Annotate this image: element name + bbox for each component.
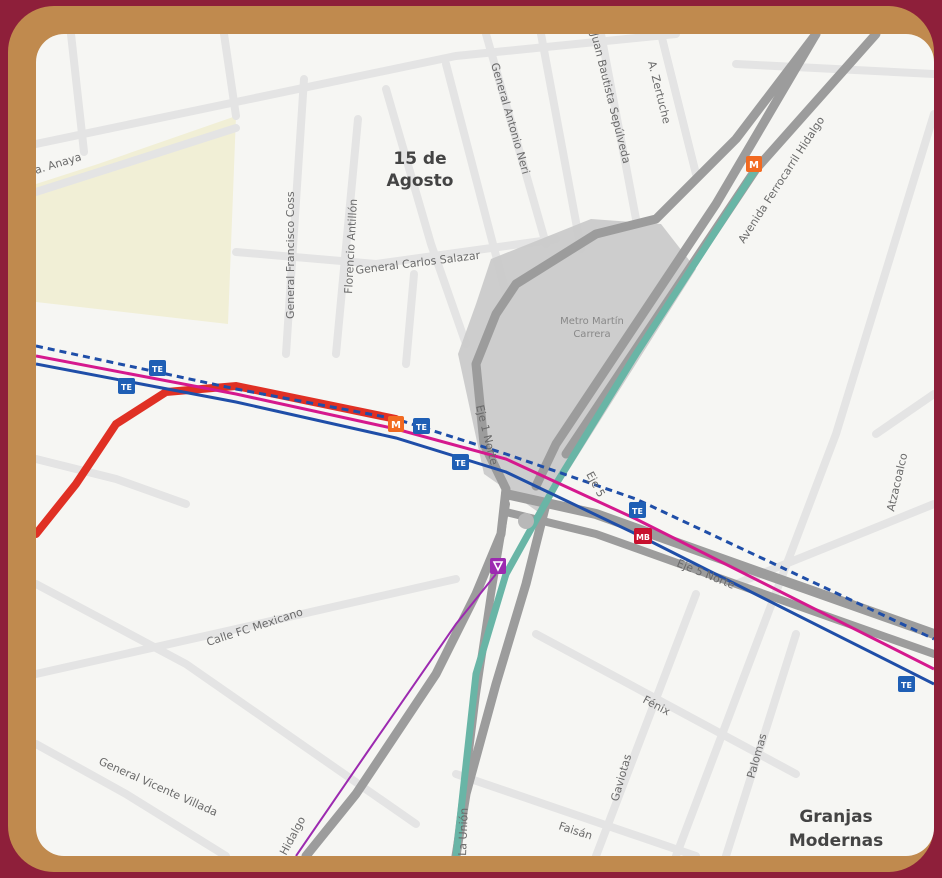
station-area	[458, 219, 696, 514]
place-label: Carrera	[573, 329, 610, 340]
trolleybus-icon[interactable]: TE	[413, 418, 430, 434]
street-label: La Unión	[456, 808, 471, 856]
neighborhood-label: 15 de	[393, 149, 446, 169]
neighborhood-label: Modernas	[789, 831, 883, 851]
trolleybus-icon[interactable]: TE	[898, 676, 915, 692]
suburban-line	[295, 573, 497, 856]
metro-icon[interactable]: M	[746, 156, 762, 172]
metro-line-teal	[452, 167, 759, 856]
trolleybus-icon-label: TE	[901, 681, 912, 690]
trolleybus-icon-label: TE	[632, 507, 643, 516]
trolleybus-icon-label: TE	[121, 383, 132, 392]
metro-line-red	[36, 381, 400, 538]
metro-icon[interactable]: M	[388, 416, 404, 432]
street-label: Calle FC Mexicano	[205, 605, 305, 648]
street-label: Juan Bautista Sepúlveda	[588, 34, 633, 165]
trolleybus-icon-label: TE	[416, 423, 427, 432]
map-canvas[interactable]: M M MB TE TE TE	[36, 34, 934, 856]
street-label: General Antonio Neri	[488, 61, 532, 175]
trolleybus-icon[interactable]: TE	[118, 378, 135, 394]
trolleybus-icon[interactable]: TE	[452, 454, 469, 470]
minor-streets	[36, 34, 934, 856]
metrobus-icon-label: MB	[636, 533, 650, 542]
metro-icon-label: M	[749, 160, 759, 171]
trolleybus-line-solid	[36, 362, 934, 686]
street-label: Gaviotas	[608, 753, 634, 803]
street-label: General Carlos Salazar	[355, 249, 481, 277]
place-label: Metro Martín	[560, 315, 624, 327]
park-area	[36, 116, 236, 324]
street-label: General Francisco Coss	[284, 191, 297, 319]
neighborhood-label: Agosto	[387, 171, 454, 191]
street-label: Atzacoalco	[884, 452, 910, 513]
outer-frame: M M MB TE TE TE	[8, 6, 934, 872]
metrobus-icon[interactable]: MB	[634, 528, 652, 544]
neighborhood-label: Granjas	[799, 807, 872, 827]
trolleybus-line-dashed	[36, 344, 934, 641]
metro-icon-label: M	[391, 420, 401, 431]
trolleybus-icon-label: TE	[455, 459, 466, 468]
metrobus-line	[36, 354, 934, 671]
street-label: Florencio Antillón	[342, 198, 360, 294]
street-label: Hidalgo	[277, 814, 308, 856]
interchange-icon	[518, 513, 534, 529]
trolleybus-icon[interactable]: TE	[629, 502, 646, 518]
suburban-train-icon[interactable]	[490, 558, 506, 574]
trolleybus-icon[interactable]: TE	[149, 360, 166, 376]
trolleybus-icon-label: TE	[152, 365, 163, 374]
map-viewport[interactable]: M M MB TE TE TE	[36, 34, 934, 856]
